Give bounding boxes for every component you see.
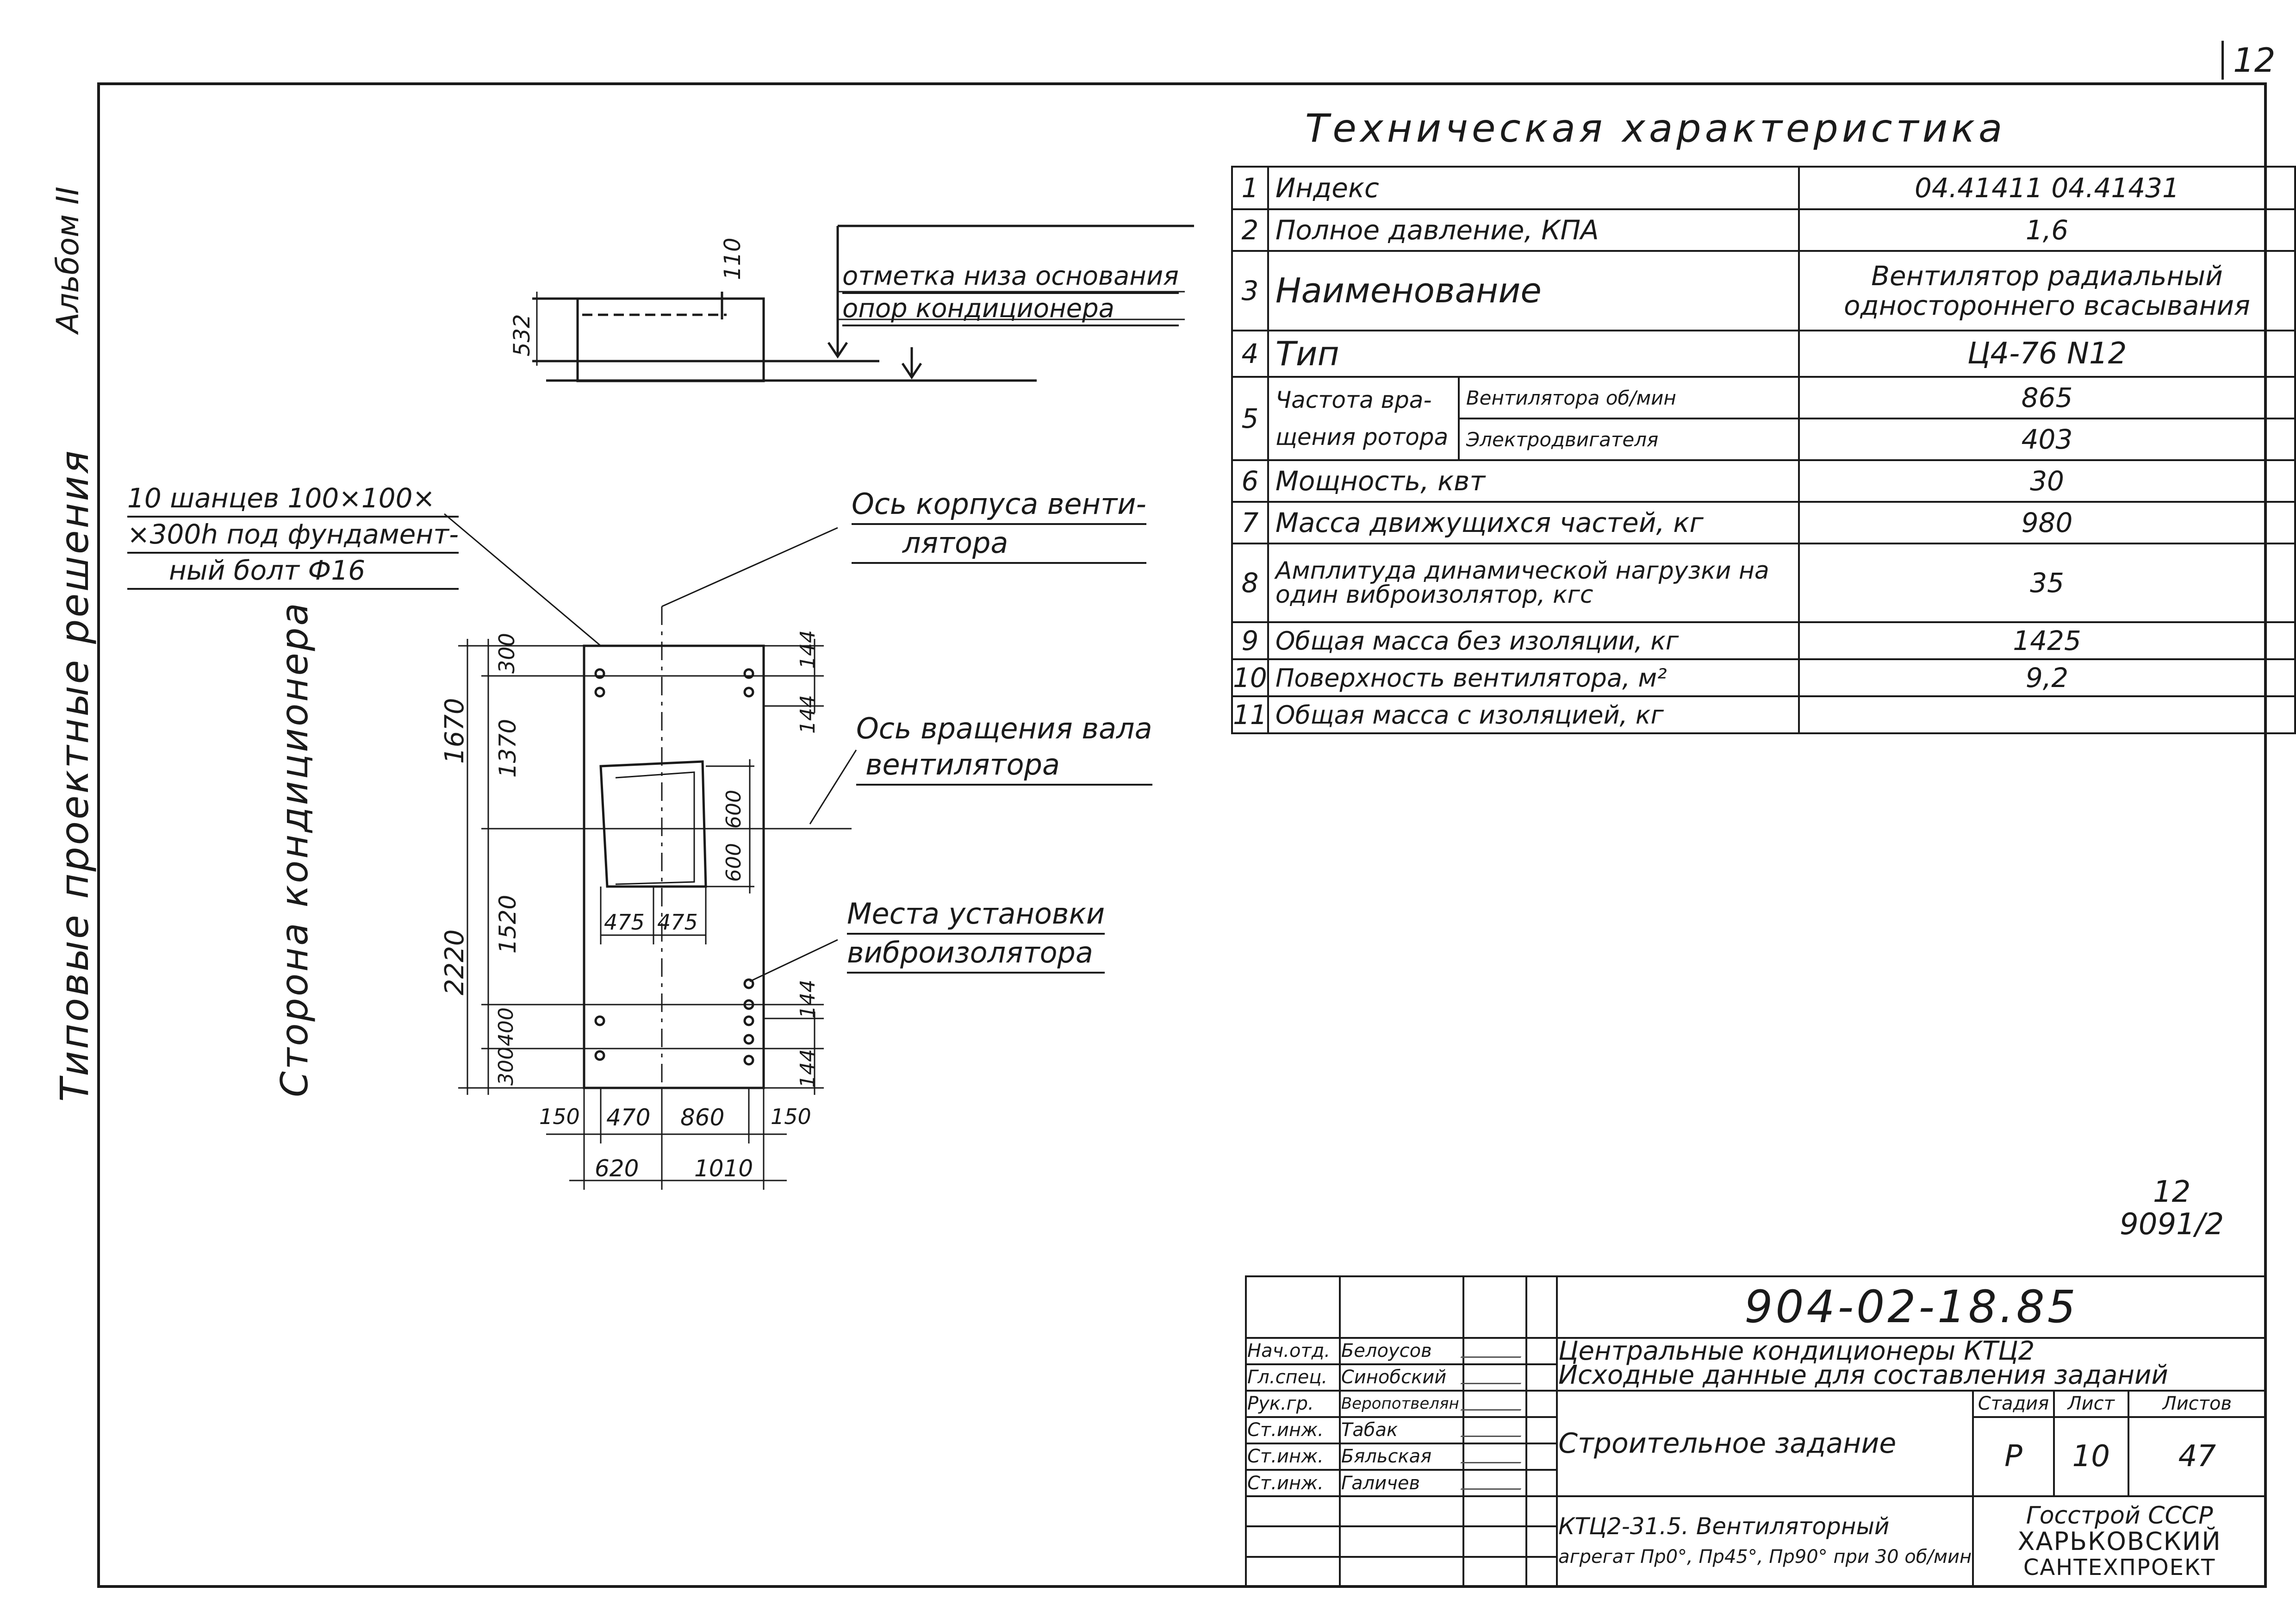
dim-475-b: 475: [657, 910, 698, 935]
row-label: Индекс: [1267, 166, 1800, 210]
dim-300-bottom: 300: [494, 1047, 518, 1086]
sheet-name: Строительное задание: [1556, 1389, 1974, 1498]
table-row: 8 Амплитуда динамической нагрузки на оди…: [1231, 543, 2296, 623]
spec-table: 1 Индекс 04.41411 04.41431 2 Полное давл…: [1231, 166, 2296, 734]
dim-600-a: 600: [722, 790, 746, 829]
table-row: 6 Мощность, квт 30: [1231, 459, 2296, 503]
table-row: 5 Частота вра- щения ротора Вентилятора …: [1231, 376, 2296, 461]
sheets-value: 47: [2127, 1416, 2267, 1498]
dim-2220: 2220: [440, 929, 470, 995]
drawing-frame: [97, 82, 2267, 1588]
dim-150-left: 150: [539, 1104, 580, 1129]
title-line-1: Центральные кондиционеры КТЦ2: [1558, 1336, 2035, 1366]
table-row: 9 Общая масса без изоляции, кг 1425: [1231, 621, 2296, 660]
dim-1370: 1370: [494, 718, 521, 778]
signature: [1460, 1442, 1530, 1471]
dim-144-d: 144: [796, 1049, 820, 1088]
signature: [1460, 1416, 1530, 1444]
table-row: 10 Поверхность вентилятора, м² 9,2: [1231, 658, 2296, 697]
table-row: 2 Полное давление, КПА 1,6: [1231, 208, 2296, 252]
dim-150-right: 150: [771, 1104, 811, 1129]
shaft-axis-note: Ось вращения вала вентилятора: [856, 711, 1152, 786]
table-row: 7 Масса движущихся частей, кг 980: [1231, 501, 2296, 544]
org-line-3: САНТЕХПРОЕКТ: [2023, 1555, 2216, 1581]
dim-470: 470: [606, 1104, 651, 1131]
dim-532: 532: [509, 314, 535, 356]
elevation-note: отметка низа основания опор кондиционера: [842, 262, 1179, 326]
dim-1010: 1010: [694, 1155, 753, 1182]
org-line-2: ХАРЬКОВСКИЙ: [2017, 1527, 2221, 1556]
dim-1520: 1520: [494, 894, 521, 954]
table-row: 11 Общая масса с изоляцией, кг: [1231, 695, 2296, 734]
dim-144-c: 144: [796, 980, 820, 1018]
holes-note: 10 шанцев 100×100× ×300h под фундамент- …: [127, 481, 459, 590]
dim-300-top: 300: [494, 633, 519, 674]
table-row: 3 Наименование Вентилятор радиальный одн…: [1231, 250, 2296, 331]
stage-value: Р: [1972, 1416, 2055, 1498]
dim-860: 860: [680, 1104, 725, 1131]
isolator-note: Места установки виброизолятора: [847, 896, 1105, 974]
corner-sheet-number: 12: [2221, 41, 2276, 80]
title-block: 904-02-18.85 Нач.отд. Белоусов Центральн…: [1245, 1275, 2267, 1588]
dim-475-a: 475: [604, 910, 645, 935]
dim-1670: 1670: [440, 698, 470, 764]
dim-600-b: 600: [722, 843, 746, 882]
desc-line-1: КТЦ2-31.5. Вентиляторный: [1558, 1513, 1890, 1540]
row-value: 04.41411 04.41431: [1798, 166, 2296, 210]
signature: [1460, 1337, 1530, 1365]
org-line-1: Госстрой СССР: [2026, 1502, 2213, 1530]
fan-axis-note: Ось корпуса венти- лятора: [852, 486, 1146, 564]
dim-620: 620: [595, 1155, 639, 1182]
row-number: 1: [1231, 166, 1269, 210]
signature: [1460, 1389, 1530, 1418]
table-row: Электродвигателя 403: [1232, 418, 2296, 461]
dim-110: 110: [720, 237, 746, 280]
table-row: 1 Индекс 04.41411 04.41431: [1231, 166, 2296, 210]
desc-line-2: агрегат Пр0°, Пр45°, Пр90° при 30 об/мин: [1558, 1546, 1972, 1568]
signature: [1460, 1363, 1530, 1392]
stamp-cell: [1245, 1275, 1341, 1339]
spec-title: Техническая характеристика: [1305, 106, 2006, 151]
signature: [1460, 1469, 1530, 1498]
table-row: 4 Тип Ц4-76 N12: [1231, 330, 2296, 378]
sheet-value: 10: [2053, 1416, 2129, 1498]
dim-144-b: 144: [796, 695, 820, 734]
dim-144-a: 144: [796, 630, 820, 669]
title-line-2: Исходные данные для составления заданий: [1558, 1360, 2168, 1390]
doc-ref: 12 9091/2: [2120, 1175, 2224, 1242]
dim-400: 400: [494, 1007, 518, 1046]
doc-code: 904-02-18.85: [1556, 1275, 2267, 1339]
